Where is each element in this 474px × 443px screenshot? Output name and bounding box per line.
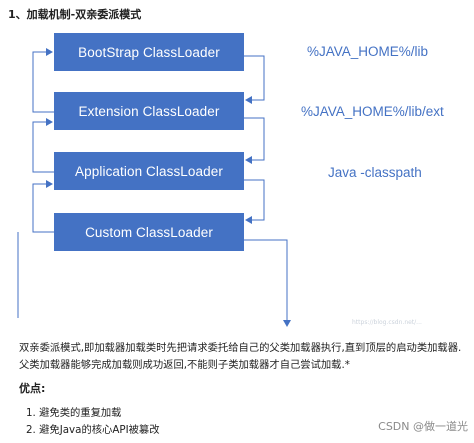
box-label: BootStrap ClassLoader [78,44,220,60]
advantage-item-1: 1. 避免类的重复加载 [26,407,122,419]
application-classloader-box: Application ClassLoader [54,152,244,190]
bootstrap-path-label: %JAVA_HOME%/lib [307,44,429,59]
box-label: Extension ClassLoader [78,103,220,119]
footer-credit: CSDN @做一道光 [378,420,468,433]
right-arrow-boot-to-ext [244,55,265,104]
custom-classloader-box: Custom ClassLoader [54,213,244,251]
application-path-label: Java -classpath [328,165,422,180]
right-arrow-ext-to-app [244,117,265,164]
box-label: Custom ClassLoader [85,224,213,240]
left-arrow-app-to-ext [32,118,54,173]
extension-path-label: %JAVA_HOME%/lib/ext [301,104,444,119]
advantages-title: 优点: [19,382,46,395]
box-label: Application ClassLoader [75,163,223,179]
watermark-text: https://blog.csdn.net/... [352,319,422,326]
extension-classloader-box: Extension ClassLoader [54,92,244,130]
outer-arrow-return [244,239,291,327]
section-heading: 1、加载机制-双亲委派模式 [8,8,142,21]
advantage-item-2: 2. 避免Java的核心API被篡改 [26,424,160,436]
left-arrow-ext-to-boot [32,48,54,113]
description-line-2: 父类加载器能够完成加载则成功返回,不能则子类加载器才自己尝试加载.* [19,359,350,371]
description-line-1: 双亲委派模式,即加载器加载类时先把请求委托给自己的父类加载器执行,直到顶层的启动… [19,342,462,354]
right-arrow-app-to-custom [244,179,265,224]
left-arrow-custom-to-app [32,180,54,233]
bootstrap-classloader-box: BootStrap ClassLoader [54,33,244,71]
